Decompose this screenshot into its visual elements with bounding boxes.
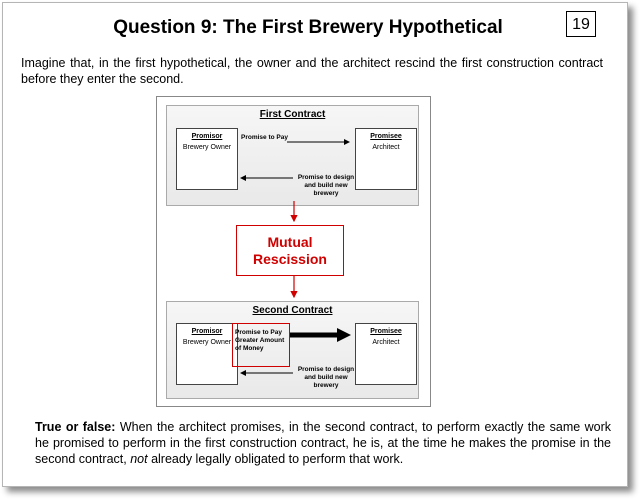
mutual-rescission-box: Mutual Rescission — [236, 225, 344, 276]
second-promisee-name: Architect — [372, 339, 400, 346]
second-promisor-box: Promisor Brewery Owner — [176, 323, 238, 385]
question-text-before: When the architect promises, in the seco… — [35, 420, 612, 466]
diagram-arrows — [240, 139, 351, 376]
second-contract-section: Second Contract Promisor Brewery Owner P… — [166, 301, 419, 399]
second-design-line-3: brewery — [313, 382, 339, 389]
mutual-line-1: Mutual — [267, 233, 313, 250]
second-design-label: Promise to design and build new brewery — [291, 366, 361, 390]
intro-paragraph: Imagine that, in the first hypothetical,… — [21, 56, 603, 86]
first-promisor-box: Promisor Brewery Owner — [176, 128, 238, 190]
second-contract-title: Second Contract — [252, 305, 333, 316]
first-promisee-role: Promisee — [370, 133, 402, 140]
first-promisor-role: Promisor — [191, 133, 223, 140]
first-design-line-2: and build new — [304, 182, 348, 189]
second-promisor-name: Brewery Owner — [182, 339, 232, 346]
second-pay-line-1: Promise to Pay — [235, 329, 282, 336]
second-promisee-box: Promisee Architect — [355, 323, 417, 385]
question-text-after: already legally obligated to perform tha… — [147, 452, 404, 466]
page-number: 19 — [566, 11, 596, 37]
question-paragraph: True or false: When the architect promis… — [35, 419, 611, 467]
question-lead: True or false: — [35, 420, 116, 434]
first-promisee-name: Architect — [372, 144, 400, 151]
greater-amount-highlight — [232, 323, 290, 367]
contract-diagram: First Contract Promisor Brewery Owner Pr… — [156, 96, 431, 407]
second-pay-label: Promise to Pay Greater Amount of Money — [235, 329, 284, 353]
first-design-line-3: brewery — [313, 190, 339, 197]
second-pay-line-3: of Money — [235, 345, 264, 352]
slide-title: Question 9: The First Brewery Hypothetic… — [113, 17, 503, 38]
first-design-label: Promise to design and build new brewery — [291, 174, 361, 198]
slide: Question 9: The First Brewery Hypothetic… — [2, 2, 628, 487]
mutual-line-2: Rescission — [253, 250, 327, 267]
question-emphasis: not — [130, 452, 148, 466]
first-design-line-1: Promise to design — [297, 174, 355, 181]
first-contract-title: First Contract — [259, 109, 326, 120]
second-promisee-role: Promisee — [370, 328, 402, 335]
second-promisor-role: Promisor — [191, 328, 223, 335]
second-design-line-2: and build new — [304, 374, 348, 381]
first-pay-label: Promise to Pay — [241, 134, 288, 141]
first-promisor-name: Brewery Owner — [182, 144, 232, 151]
first-promisee-box: Promisee Architect — [355, 128, 417, 190]
first-contract-section: First Contract Promisor Brewery Owner Pr… — [166, 105, 419, 206]
second-design-line-1: Promise to design — [297, 366, 355, 373]
second-pay-arrowhead — [337, 328, 351, 342]
second-pay-line-2: Greater Amount — [235, 337, 285, 344]
